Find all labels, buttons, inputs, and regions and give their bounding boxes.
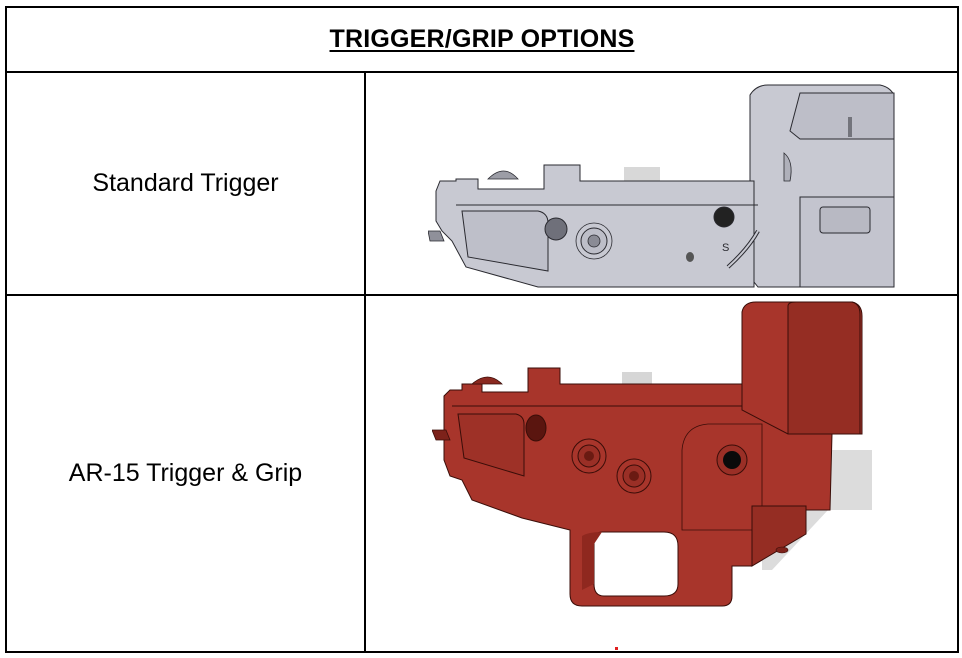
image-cell: [366, 296, 957, 651]
table-row-ar15-trigger-grip: AR-15 Trigger & Grip: [7, 296, 957, 651]
options-table: TRIGGER/GRIP OPTIONS Standard Trigger: [5, 6, 959, 653]
ar15-trigger-grip-render-image: [432, 301, 872, 607]
label-cell: Standard Trigger: [7, 73, 366, 294]
table-row-standard-trigger: Standard Trigger: [7, 73, 957, 296]
option-label: AR-15 Trigger & Grip: [68, 459, 303, 487]
table-header: TRIGGER/GRIP OPTIONS: [7, 8, 957, 73]
label-cell: AR-15 Trigger & Grip: [7, 296, 366, 651]
option-label: Standard Trigger: [92, 169, 279, 197]
image-cell: S: [366, 73, 957, 294]
svg-text:S: S: [722, 242, 729, 254]
table-title: TRIGGER/GRIP OPTIONS: [329, 25, 635, 53]
marker-dot: [615, 647, 618, 650]
standard-trigger-render-image: S: [428, 84, 895, 288]
